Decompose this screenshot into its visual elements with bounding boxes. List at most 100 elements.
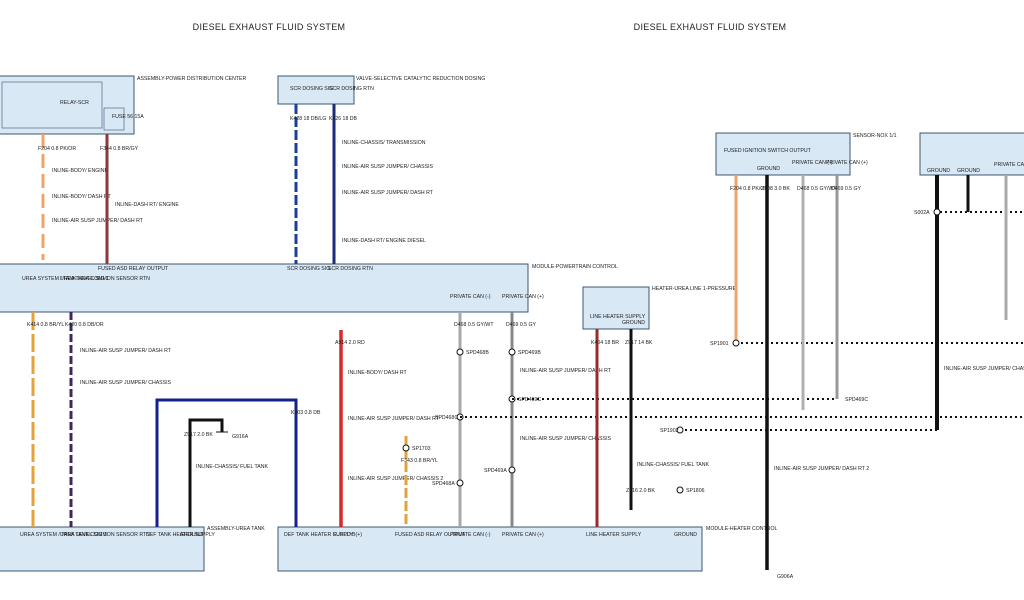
- hc-pin-can-plus: PRIVATE CAN (+): [502, 532, 544, 538]
- splice-dot-sp1902: [676, 426, 684, 434]
- pcm-pin-urea-common: UREA TANK COMMON SENSOR RTN: [60, 276, 150, 282]
- conn-dr-1: INLINE-DASH RT/ ENGINE: [115, 202, 179, 208]
- splice-dot-spd468a: [456, 479, 464, 487]
- nox-pin-fused-ign: FUSED IGNITION SWITCH OUTPUT: [724, 148, 812, 154]
- wire-k403: [155, 398, 298, 527]
- conn-asd-2: INLINE-AIR SUSP JUMPER/ DASH RT: [342, 190, 434, 196]
- heater-ctrl-box: [277, 526, 703, 572]
- header-left: DIESEL EXHAUST FLUID SYSTEM: [193, 22, 346, 32]
- splice-dot-sp1806: [676, 486, 684, 494]
- pcm-label: MODULE-POWERTRAIN CONTROL: [532, 264, 618, 270]
- fuse-label: FUSE 56 15A: [112, 114, 144, 120]
- heater-pressure-label: HEATER-UREA LINE 1-PRESSURE: [652, 286, 737, 292]
- hc-pin-line-heater: LINE HEATER SUPPLY: [586, 532, 642, 538]
- conn-de: INLINE-DASH RT/ ENGINE DIESEL: [342, 238, 426, 244]
- splice-dot-sp1703: [402, 444, 410, 452]
- splice-spd468b: SPD468B: [466, 350, 489, 356]
- conn-ibd: INLINE-BODY/ DASH RT: [52, 194, 112, 200]
- bottom-pin-urea-common: UREA TANK COMMON SENSOR RTN: [60, 532, 150, 538]
- urea-tank-box: [0, 526, 205, 572]
- hc-pin-ground: GROUND: [674, 532, 697, 538]
- conn-bdr: INLINE-BODY/ DASH RT: [348, 370, 408, 376]
- conn-asdr2: INLINE-AIR SUSP JUMPER/ DASH RT 2: [774, 466, 869, 472]
- splice-spd468a: SPD468A: [432, 481, 455, 487]
- scr-valve-label: VALVE-SELECTIVE CATALYTIC REDUCTION DOSI…: [356, 76, 485, 82]
- wire-d469-nox-label: D469 0.5 GY: [831, 186, 862, 192]
- wire-a914-label: A914 2.0 RD: [335, 340, 365, 346]
- pcm-pin-fused-asd: FUSED ASD RELAY OUTPUT: [98, 266, 169, 272]
- header-right: DIESEL EXHAUST FLUID SYSTEM: [634, 22, 787, 32]
- splice-spd469b: SPD469B: [518, 350, 541, 356]
- wire-z908-label: Z908 3.0 BK: [761, 186, 790, 192]
- conn-cft-2: INLINE-CHASSIS/ FUEL TANK: [637, 462, 710, 468]
- pcm-pin-can-plus: PRIVATE CAN (+): [502, 294, 544, 300]
- pcm-pin-can-minus: PRIVATE CAN (-): [450, 294, 491, 300]
- heater-ground-label: GROUND: [622, 320, 645, 326]
- splice-sp1806: SP1806: [686, 488, 705, 494]
- wire-k426-label: K426 18 DB: [329, 116, 358, 122]
- wire-f204-nox-label: F204 0.8 PK/OR: [730, 186, 768, 192]
- splice-dot-spd469a: [508, 466, 516, 474]
- wire-f343-label: F343 0.8 BR/YL: [401, 458, 438, 464]
- bottom-pin-def-heater: DEF TANK HEATER SUPPLY: [146, 532, 215, 538]
- splice-dot-spd468b: [456, 348, 464, 356]
- conn-asc-2: INLINE-AIR SUSP JUMPER/ CHASSIS: [80, 380, 172, 386]
- heater-ctrl-label: MODULE-HEATER CONTROL: [706, 526, 777, 532]
- pcm-pin-scr-rtn: SCR DOSING RTN: [328, 266, 373, 272]
- conn-asc-3: INLINE-AIR SUSP JUMPER/ CHASSIS: [520, 436, 612, 442]
- hc-pin-fused-asd: FUSED ASD RELAY OUTPUT: [395, 532, 466, 538]
- pcm-pin-urea-level: UREA SYSTEM / TANK LEVEL SIG 1: [22, 276, 109, 282]
- relay-label: RELAY-SCR: [60, 100, 89, 106]
- wire-d468-label: D468 0.5 GY/WT: [454, 322, 494, 328]
- conn-ibe: INLINE-BODY/ ENGINE: [52, 168, 108, 174]
- conn-cft-1: INLINE-CHASSIS/ FUEL TANK: [196, 464, 269, 470]
- conn-asd-4: INLINE-AIR SUSP JUMPER/ DASH RT: [348, 416, 440, 422]
- splice-sp1902: SP1902: [660, 428, 679, 434]
- wire-f344-label: F344 0.8 BR/GY: [100, 146, 139, 152]
- pcm-pin-scr-sig: SCR DOSING SIG: [287, 266, 330, 272]
- wire-d468-nox-label: D468 0.5 GY/WT: [797, 186, 837, 192]
- wire-z917-label: Z917 2.0 BK: [184, 432, 213, 438]
- pcm-box: [0, 263, 529, 313]
- splice-dot-spd469b: [508, 348, 516, 356]
- hc-pin-can-minus: PRIVATE CAN (-): [450, 532, 491, 538]
- scr-sig-label: SCR DOSING SIG: [290, 86, 333, 92]
- scr-rtn-label: SCR DOSING RTN: [329, 86, 374, 92]
- splice-dot-sp1901: [732, 339, 740, 347]
- splice-g916a: G916A: [232, 434, 249, 440]
- hc-pin-def-heater: DEF TANK HEATER SUPPLY: [284, 532, 353, 538]
- splice-spd469a: SPD469A: [484, 468, 507, 474]
- bottom-pin-urea-level: UREA SYSTEM / TANK LEVEL SIG 1: [20, 532, 107, 538]
- wire-f204-label: F204 0.8 PK/OR: [38, 146, 76, 152]
- splice-g906a: G906A: [777, 574, 794, 580]
- splice-spd468c: SPD468C: [435, 415, 458, 421]
- nox-box: [715, 132, 851, 176]
- conn-asc-1: INLINE-AIR SUSP JUMPER/ CHASSIS: [342, 164, 434, 170]
- nox2-pin-ground-2: GROUND: [957, 168, 980, 174]
- heater-line-supply-label: LINE HEATER SUPPLY: [590, 314, 646, 320]
- nox2-pin-can-plus: PRIVATE CAN (+): [994, 162, 1024, 168]
- nox-pin-ground: GROUND: [757, 166, 780, 172]
- wire-k414-label: K414 0.8 BR/YL: [27, 322, 64, 328]
- wire-z917: [188, 418, 224, 527]
- conn-asd-5: INLINE-AIR SUSP JUMPER/ DASH RT: [520, 368, 612, 374]
- scr-valve-box: [277, 75, 355, 105]
- wire-z917b-label: Z917 14 BK: [625, 340, 653, 346]
- splice-spd469c: SPD469C: [518, 397, 541, 403]
- nox2-box: [919, 132, 1024, 176]
- wire-d469-label: D469 0.5 GY: [506, 322, 537, 328]
- splice-sp1901: SP1901: [710, 341, 729, 347]
- conn-asd-3: INLINE-AIR SUSP JUMPER/ DASH RT: [80, 348, 172, 354]
- bottom-pin-ground: GROUND: [180, 532, 203, 538]
- wire-k404-label: K404 18 BR: [591, 340, 619, 346]
- relay-scr-box: [1, 81, 103, 129]
- fuse-box: [103, 107, 125, 131]
- heater-pressure-box: [582, 286, 650, 330]
- pdc-box: [0, 75, 135, 135]
- wire-k420-label: K420 0.8 DB/OR: [65, 322, 104, 328]
- urea-tank-label: ASSEMBLY-UREA TANK: [207, 526, 265, 532]
- conn-asc2-2: INLINE-AIR SUSP JUMPER/ CHASSIS 2: [944, 366, 1024, 372]
- nox2-pin-ground-1: GROUND: [927, 168, 950, 174]
- conn-asc2-1: INLINE-AIR SUSP JUMPER/ CHASSIS 2: [348, 476, 443, 482]
